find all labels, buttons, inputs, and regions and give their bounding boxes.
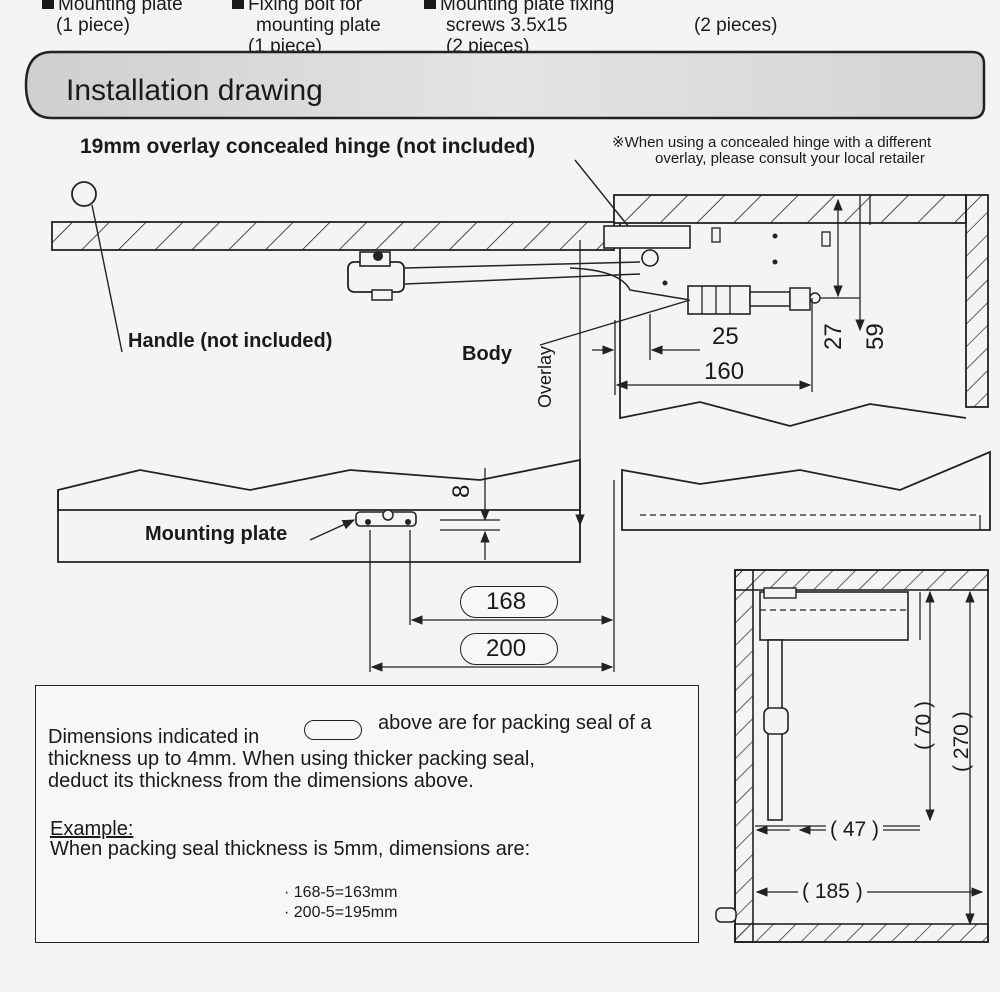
part-label: Mounting plate <box>58 0 183 15</box>
dim-70: ( 70 ) <box>912 700 935 750</box>
pill-symbol <box>304 720 362 740</box>
dim-25: 25 <box>712 323 739 350</box>
closer-body <box>539 227 860 346</box>
mounting-plate-label: Mounting plate <box>145 523 288 545</box>
section-title: Installation drawing <box>66 74 323 107</box>
example-text: When packing seal thickness is 5mm, dime… <box>50 838 531 860</box>
dim-27: 27 <box>820 323 847 350</box>
note-line2: thickness up to 4mm. When using thicker … <box>48 748 535 770</box>
body-label: Body <box>462 343 512 365</box>
dim-47: ( 47 ) <box>826 818 884 842</box>
mounting-plate <box>309 509 417 541</box>
side-view <box>715 569 989 943</box>
bullet-icon <box>42 0 54 9</box>
bullet-icon <box>232 0 244 9</box>
concealed-hinge <box>404 159 691 301</box>
dimension-lines-side <box>755 590 984 926</box>
dim-168-pill <box>460 586 558 618</box>
hinge-label: 19mm overlay concealed hinge (not includ… <box>80 135 536 158</box>
dim-8: 8 <box>448 484 475 498</box>
part-label-line2: mounting plate <box>256 15 381 36</box>
part-label: Mounting plate fixing <box>440 0 615 15</box>
handle-knob <box>71 181 123 353</box>
dim-160: 160 <box>704 358 745 385</box>
part-label: Fixing bolt for <box>248 0 363 15</box>
example-heading: Example: <box>50 818 134 840</box>
note-line1-post: above are for packing seal of a <box>378 712 652 734</box>
note-line1-pre: Dimensions indicated in <box>48 726 260 748</box>
dimension-lines-lower <box>369 440 615 672</box>
formula-168: · 168-5=163mm <box>284 884 398 901</box>
bullet-icon <box>424 0 436 9</box>
closer-cylinder <box>347 251 405 301</box>
packing-seal-note: Dimensions indicated in above are for pa… <box>35 685 699 943</box>
dim-59: 59 <box>862 323 889 350</box>
dim-200-pill <box>460 633 558 665</box>
hinge-note-line2: overlay, please consult your local retai… <box>655 150 925 167</box>
dim-270: ( 270 ) <box>950 711 973 772</box>
formula-200: · 200-5=195mm <box>284 904 398 921</box>
note-line3: deduct its thickness from the dimensions… <box>48 770 474 792</box>
door-top-board <box>51 194 989 427</box>
part-qty: (2 pieces) <box>694 15 778 36</box>
part-mounting-plate: Mounting plate (1 piece) <box>42 0 183 36</box>
overlay-label: Overlay <box>535 345 555 408</box>
hinge-note-line1: ※When using a concealed hinge with a dif… <box>612 134 932 151</box>
part-qty: (1 piece) <box>56 15 130 36</box>
dim-200: 200 <box>486 635 527 662</box>
dim-185: ( 185 ) <box>798 880 867 904</box>
part-extra: (2 pieces) <box>680 15 777 36</box>
part-label-line2: screws 3.5x15 <box>446 15 568 36</box>
door-lower-panel <box>57 450 991 563</box>
handle-label: Handle (not included) <box>128 330 333 352</box>
section-banner <box>24 50 986 120</box>
dim-168: 168 <box>486 588 527 615</box>
